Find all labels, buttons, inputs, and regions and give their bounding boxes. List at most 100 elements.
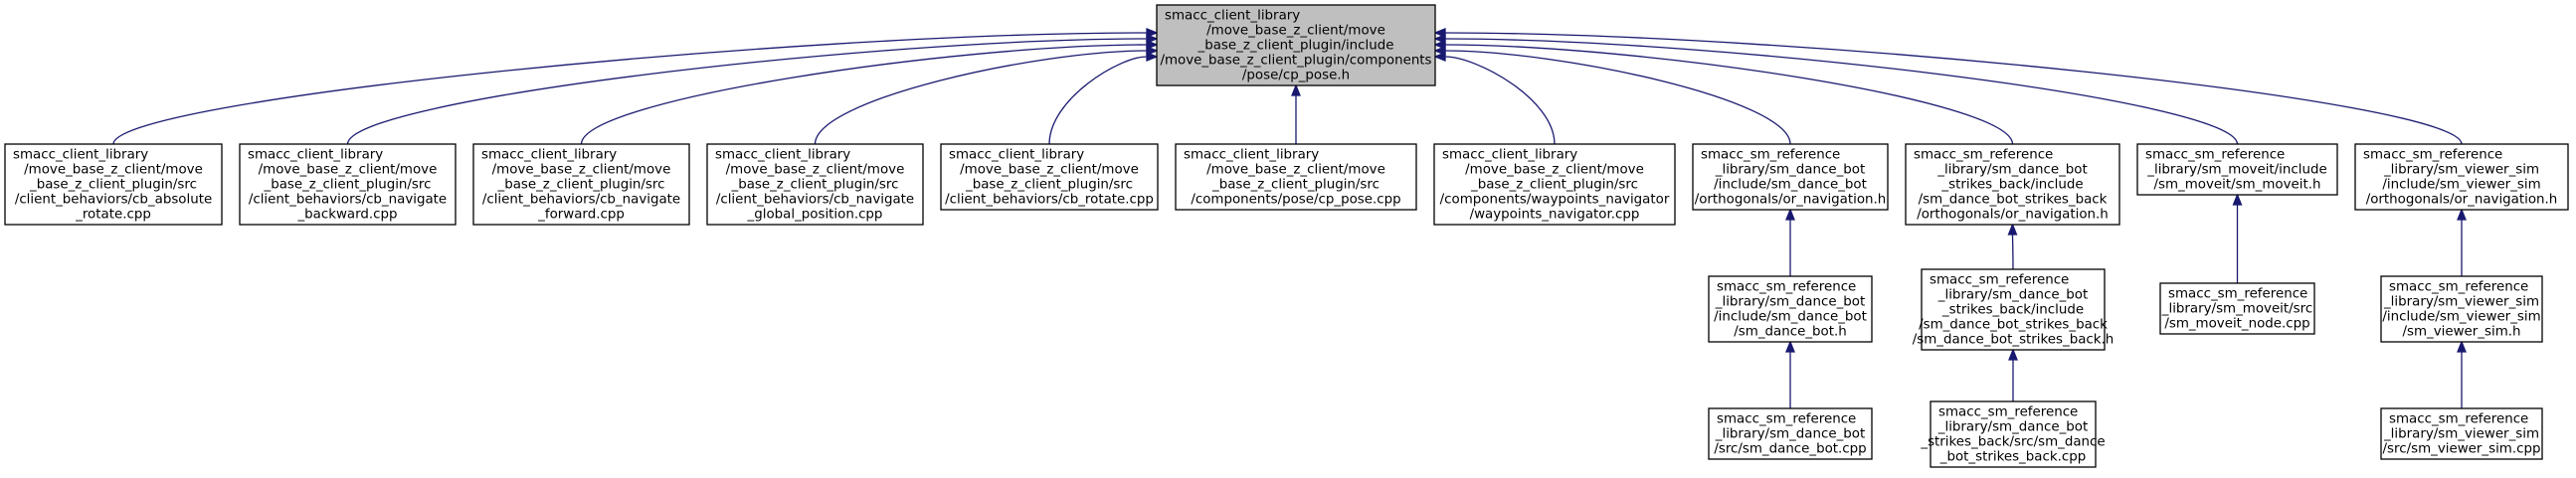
- node-box: [1921, 268, 2106, 351]
- node-box: [1708, 407, 1873, 460]
- node-label-line: smacc_sm_reference: [1717, 412, 1856, 427]
- node-label-line: /waypoints_navigator.cpp: [1470, 208, 1640, 223]
- node-label-line: _library/sm_dance_bot: [1715, 295, 1865, 310]
- node-box: [1175, 143, 1417, 211]
- node-label-line: /move_base_z_client/move: [1206, 24, 1385, 39]
- edge-line: [814, 50, 1148, 145]
- node-label-line: /sm_viewer_sim.h: [2403, 325, 2521, 340]
- edges-layer: [112, 28, 2467, 409]
- node-label-line: /sm_moveit/sm_moveit.h: [2154, 178, 2321, 193]
- node-label-line: /move_base_z_client/move: [960, 163, 1139, 178]
- node-file[interactable]: smacc_sm_reference_library/sm_dance_bot_…: [1920, 400, 2106, 468]
- node-label-line: _library/sm_dance_bot: [1937, 288, 2088, 303]
- node-label-line: /client_behaviors/cb_absolute: [15, 193, 212, 208]
- include-edge: [1433, 52, 1556, 145]
- node-label-line: _strikes_back/src/sm_dance: [1920, 435, 2105, 450]
- node-file[interactable]: smacc_sm_reference_library/sm_viewer_sim…: [2380, 407, 2543, 460]
- edge-arrowhead: [2232, 193, 2243, 206]
- node-label-line: /move_base_z_client/move: [726, 163, 905, 178]
- node-label-line: _library/sm_moveit/src: [2161, 302, 2312, 317]
- node-file[interactable]: smacc_sm_reference_library/sm_dance_bot/…: [1692, 143, 1889, 211]
- node-file[interactable]: smacc_client_library/move_base_z_client/…: [940, 143, 1159, 211]
- node-file[interactable]: smacc_client_library/move_base_z_client/…: [706, 143, 924, 226]
- node-label-line: /sm_dance_bot_strikes_back: [1919, 318, 2108, 333]
- node-label-line: _library/sm_viewer_sim: [2383, 427, 2539, 442]
- include-edge: [346, 34, 1159, 145]
- include-edge: [1291, 83, 1301, 145]
- node-label-line: _library/sm_dance_bot: [1715, 163, 1865, 178]
- node-box: [2354, 143, 2569, 211]
- node-label-line: /move_base_z_client/move: [1206, 163, 1385, 178]
- node-box: [2136, 143, 2338, 196]
- edge-arrowhead: [2457, 208, 2467, 221]
- include-edge: [1785, 340, 1795, 409]
- node-label-line: smacc_client_library: [481, 148, 617, 163]
- edge-line: [112, 32, 1148, 145]
- edge-arrowhead: [1146, 52, 1159, 62]
- node-file[interactable]: smacc_sm_reference_library/sm_viewer_sim…: [2354, 143, 2569, 211]
- include-edge: [1048, 52, 1159, 145]
- node-label-line: /include/sm_dance_bot: [1714, 310, 1867, 325]
- node-file[interactable]: smacc_sm_reference_library/sm_moveit/src…: [2159, 282, 2315, 335]
- node-root-file[interactable]: smacc_client_library/move_base_z_client/…: [1156, 4, 1436, 86]
- node-label-line: _library/sm_dance_bot: [1937, 420, 2088, 435]
- node-file[interactable]: smacc_client_library/move_base_z_client/…: [239, 143, 457, 226]
- edge-arrowhead: [1146, 34, 1159, 44]
- node-file[interactable]: smacc_client_library/move_base_z_client/…: [1433, 143, 1676, 226]
- node-label-line: /sm_dance_bot_strikes_back.h: [1913, 333, 2115, 348]
- node-label-line: /include/sm_viewer_sim: [2382, 310, 2540, 325]
- node-label-line: /sm_dance_bot_strikes_back: [1919, 193, 2108, 208]
- node-label-line: _base_z_client_plugin/src: [1470, 178, 1638, 193]
- node-label-line: /move_base_z_client/move: [259, 163, 438, 178]
- node-file[interactable]: smacc_sm_reference_library/sm_moveit/inc…: [2136, 143, 2338, 196]
- node-label-line: smacc_sm_reference: [1914, 148, 2053, 163]
- node-file[interactable]: smacc_client_library/move_base_z_client/…: [1175, 143, 1417, 211]
- include-edge: [1785, 208, 1795, 277]
- node-label-line: /orthogonals/or_navigation.h: [1695, 193, 1887, 208]
- node-box: [4, 143, 223, 226]
- edge-arrowhead: [1785, 340, 1795, 353]
- edge-line: [1444, 44, 2014, 145]
- node-box: [472, 143, 690, 226]
- node-label-line: _forward.cpp: [537, 208, 625, 223]
- edge-arrowhead: [1433, 52, 1446, 62]
- node-box: [2380, 407, 2543, 460]
- node-file[interactable]: smacc_sm_reference_library/sm_dance_bot/…: [1708, 275, 1873, 343]
- node-label-line: /client_behaviors/cb_navigate: [716, 193, 914, 208]
- edge-line: [1444, 32, 2463, 145]
- node-label-line: /src/sm_viewer_sim.cpp: [2383, 442, 2541, 457]
- node-label-line: smacc_sm_reference: [1717, 280, 1856, 295]
- edge-arrowhead: [1291, 83, 1301, 96]
- node-label-line: smacc_client_library: [248, 148, 383, 163]
- node-label-line: smacc_client_library: [1184, 148, 1319, 163]
- edge-line: [1444, 50, 1791, 145]
- node-label-line: _library/sm_dance_bot: [1715, 427, 1865, 442]
- include-edge: [2232, 193, 2243, 284]
- node-label-line: _rotate.cpp: [75, 208, 151, 223]
- node-label-line: _library/sm_viewer_sim: [2383, 295, 2539, 310]
- edge-arrowhead: [1146, 46, 1159, 56]
- node-box: [706, 143, 924, 226]
- node-label-line: /client_behaviors/cb_rotate.cpp: [945, 193, 1154, 208]
- edge-line: [1048, 56, 1148, 145]
- node-label-line: _base_z_client_plugin/src: [264, 178, 432, 193]
- include-edge: [2457, 340, 2467, 408]
- node-file[interactable]: smacc_client_library/move_base_z_client/…: [4, 143, 223, 226]
- node-label-line: smacc_sm_reference: [2389, 412, 2528, 427]
- node-label-line: _strikes_back/include: [1940, 178, 2083, 193]
- node-label-line: _bot_strikes_back.cpp: [1939, 450, 2086, 465]
- node-label-line: /sm_dance_bot.h: [1734, 325, 1846, 340]
- node-file[interactable]: smacc_sm_reference_library/sm_viewer_sim…: [2380, 275, 2543, 343]
- node-file[interactable]: smacc_client_library/move_base_z_client/…: [472, 143, 690, 226]
- node-box: [1433, 143, 1676, 226]
- node-file[interactable]: smacc_sm_reference_library/sm_dance_bot_…: [1905, 143, 2120, 226]
- node-label-line: /sm_moveit_node.cpp: [2164, 317, 2309, 332]
- node-file[interactable]: smacc_sm_reference_library/sm_dance_bot_…: [1913, 268, 2115, 351]
- edge-arrowhead: [2008, 348, 2018, 361]
- node-label-line: smacc_client_library: [1442, 148, 1577, 163]
- node-file[interactable]: smacc_sm_reference_library/sm_dance_bot/…: [1708, 407, 1873, 460]
- node-label-line: smacc_client_library: [949, 148, 1084, 163]
- edge-arrowhead: [2457, 340, 2467, 353]
- node-label-line: _base_z_client_plugin/src: [731, 178, 899, 193]
